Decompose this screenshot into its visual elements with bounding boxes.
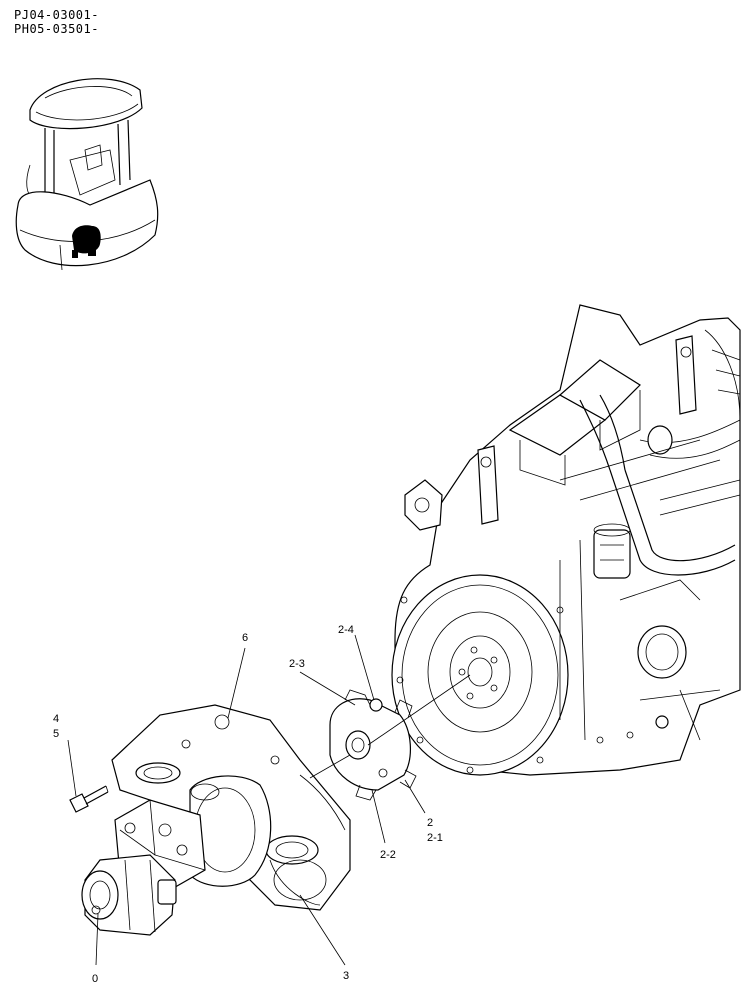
mounting-bolt — [69, 785, 109, 813]
callout-5: 5 — [53, 728, 59, 740]
model-code-line-2: PH05-03501- — [14, 22, 99, 36]
model-code-line-1: PJ04-03001- — [14, 8, 99, 22]
callout-2-3: 2-3 — [289, 658, 305, 670]
leader-lines — [67, 634, 471, 966]
engine-assembly — [391, 304, 741, 776]
machine-locator-thumbnail — [15, 78, 159, 271]
callout-0: 0 — [92, 973, 98, 985]
callout-labels: 6 2-4 2-3 4 5 2 2-1 2-2 0 3 — [53, 624, 443, 985]
callout-3: 3 — [343, 970, 349, 982]
callout-2: 2 — [427, 817, 433, 829]
callout-2-2: 2-2 — [380, 849, 396, 861]
callout-2-4: 2-4 — [338, 624, 354, 636]
hydraulic-pump — [81, 775, 272, 936]
callout-4: 4 — [53, 713, 59, 725]
callout-6: 6 — [242, 632, 248, 644]
callout-2-1: 2-1 — [427, 832, 443, 844]
coupling — [329, 689, 417, 801]
